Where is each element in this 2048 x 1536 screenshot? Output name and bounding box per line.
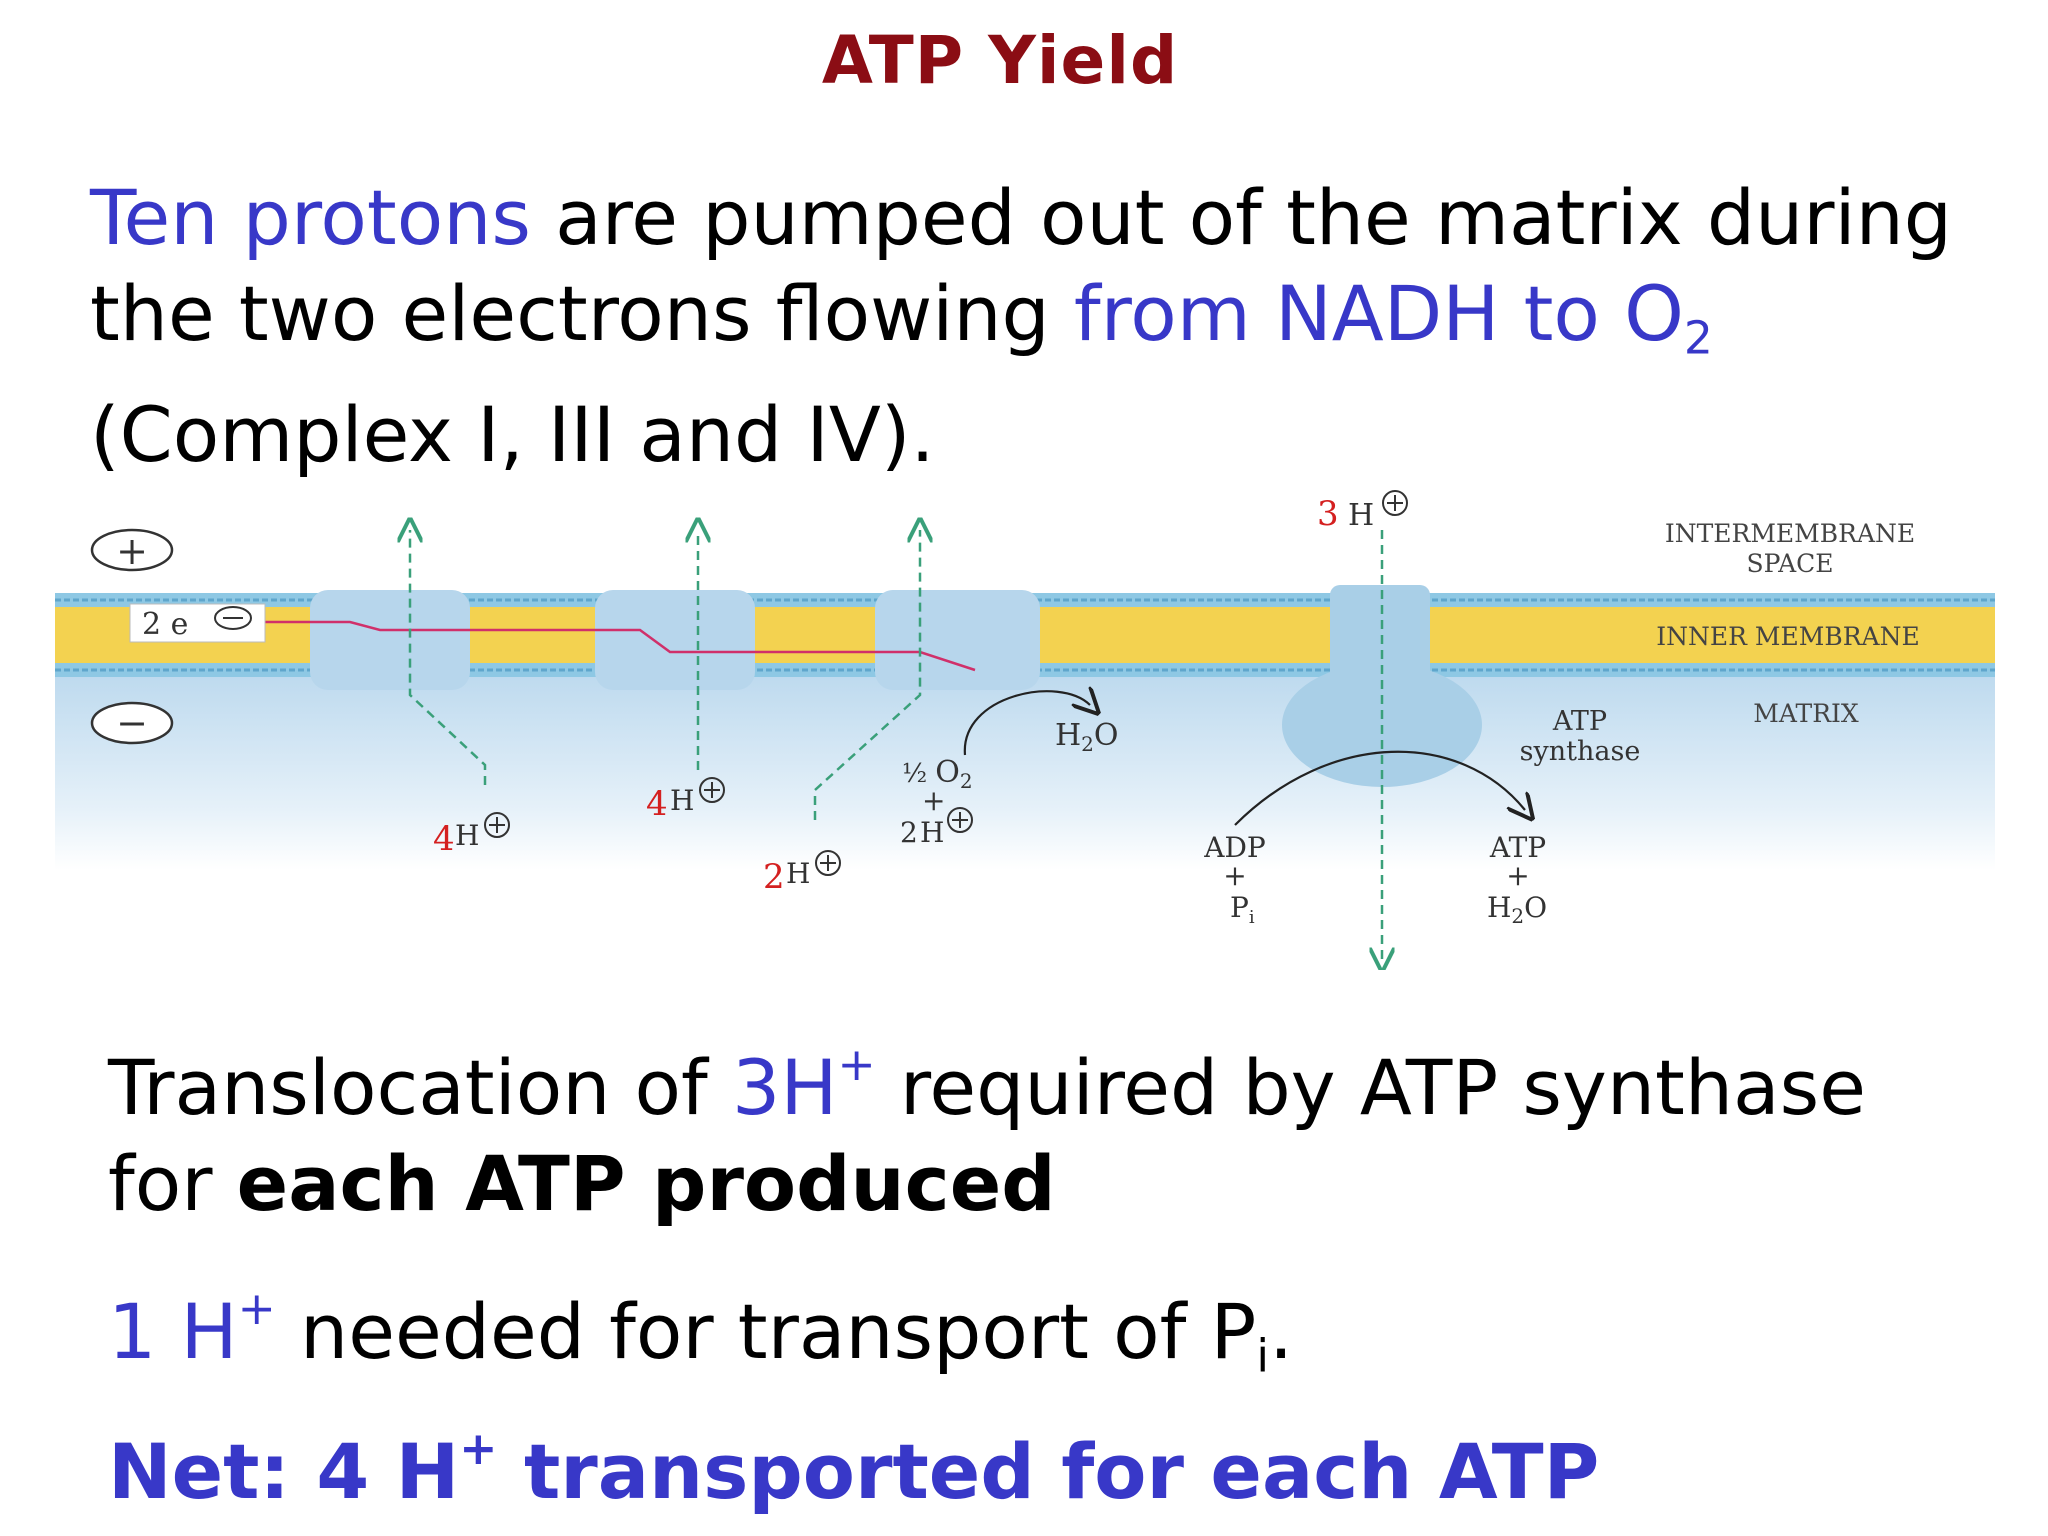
intro-paragraph: Ten protons are pumped out of the matrix…	[90, 170, 1952, 483]
svg-text:+: +	[116, 529, 148, 573]
matrix-label: MATRIX	[1753, 699, 1859, 728]
proton-label-complex-i: 4 H	[433, 812, 510, 859]
electron-label-box	[129, 603, 266, 643]
intro-line-2: the two electrons flowing from NADH to O…	[90, 266, 1952, 387]
proton-label-complex-iv: 2 H	[763, 850, 841, 897]
nadh-o2-highlight: from NADH to O2	[1073, 269, 1713, 365]
intermembrane-label-2: SPACE	[1746, 549, 1833, 578]
intro-text-1: are pumped out of the matrix during	[530, 173, 1953, 262]
net-summary-line: Net: 4 H+ transported for each ATP	[108, 1421, 1600, 1516]
oxygen-protons: 2 H	[900, 807, 973, 849]
electron-charge-icon	[214, 606, 252, 630]
proton-paths	[410, 530, 1382, 960]
svg-text:2: 2	[763, 857, 785, 897]
translocation-line-2: for each ATP produced	[108, 1139, 1056, 1228]
ten-protons-highlight: Ten protons	[90, 173, 531, 262]
intro-text-2: the two electrons flowing	[90, 269, 1074, 358]
intro-line-3: (Complex I, III and IV).	[90, 389, 935, 479]
intro-line-1: Ten protons are pumped out of the matrix…	[90, 170, 1952, 266]
svg-text:2: 2	[900, 816, 918, 849]
translocation-line-1: Translocation of 3H+ required by ATP syn…	[108, 1037, 1866, 1132]
svg-text:4: 4	[646, 784, 668, 824]
three-protons-highlight: 3H+	[731, 1037, 876, 1132]
svg-text:H: H	[1348, 498, 1374, 533]
each-atp-bold: each ATP produced	[236, 1139, 1056, 1228]
negative-side-icon: −	[90, 701, 174, 745]
svg-text:H: H	[786, 857, 810, 890]
atp-plus: +	[1506, 859, 1529, 892]
adp-plus: +	[1223, 859, 1246, 892]
water-formation-arrow	[963, 691, 1090, 756]
proton-label-complex-iii: 4 H	[646, 777, 725, 824]
atp-synthase-label-2: synthase	[1520, 736, 1641, 767]
water-product: H2O	[1055, 718, 1119, 756]
complex-iv	[875, 590, 1040, 690]
oxygen-plus: +	[922, 784, 945, 817]
svg-text:3: 3	[1317, 494, 1339, 534]
svg-text:−: −	[116, 701, 148, 745]
electron-transport-diagram: + − 2 e INTERMEMBRANE SPACE INNER MEMBRA…	[55, 490, 1995, 970]
intermembrane-label-1: INTERMEMBRANE	[1665, 519, 1915, 548]
svg-text:H: H	[920, 816, 944, 849]
svg-text:H: H	[670, 784, 694, 817]
one-proton-highlight: 1 H+	[108, 1281, 276, 1376]
adp-label: ADP	[1203, 831, 1266, 864]
inner-membrane-label: INNER MEMBRANE	[1656, 622, 1919, 651]
phosphate-transport-line: 1 H+ needed for transport of Pi.	[108, 1281, 1294, 1383]
slide-title: ATP Yield	[821, 22, 1179, 99]
positive-side-icon: +	[90, 528, 174, 573]
proton-label-3h: 3 H	[1317, 490, 1408, 534]
atp-synthase-label-1: ATP	[1552, 706, 1607, 737]
translocation-paragraph: Translocation of 3H+ required by ATP syn…	[108, 1040, 1866, 1232]
atp-synthesis-arrow	[1234, 750, 1525, 826]
svg-text:H: H	[455, 819, 479, 852]
complex-i	[310, 590, 470, 690]
pi-label: Pi	[1230, 891, 1255, 928]
complex-iii	[595, 590, 755, 690]
atp-water: H2O	[1487, 891, 1547, 928]
electron-label: 2 e	[142, 607, 188, 642]
svg-text:4: 4	[433, 819, 455, 859]
atp-product: ATP	[1489, 831, 1546, 864]
matrix-region	[55, 670, 1995, 870]
